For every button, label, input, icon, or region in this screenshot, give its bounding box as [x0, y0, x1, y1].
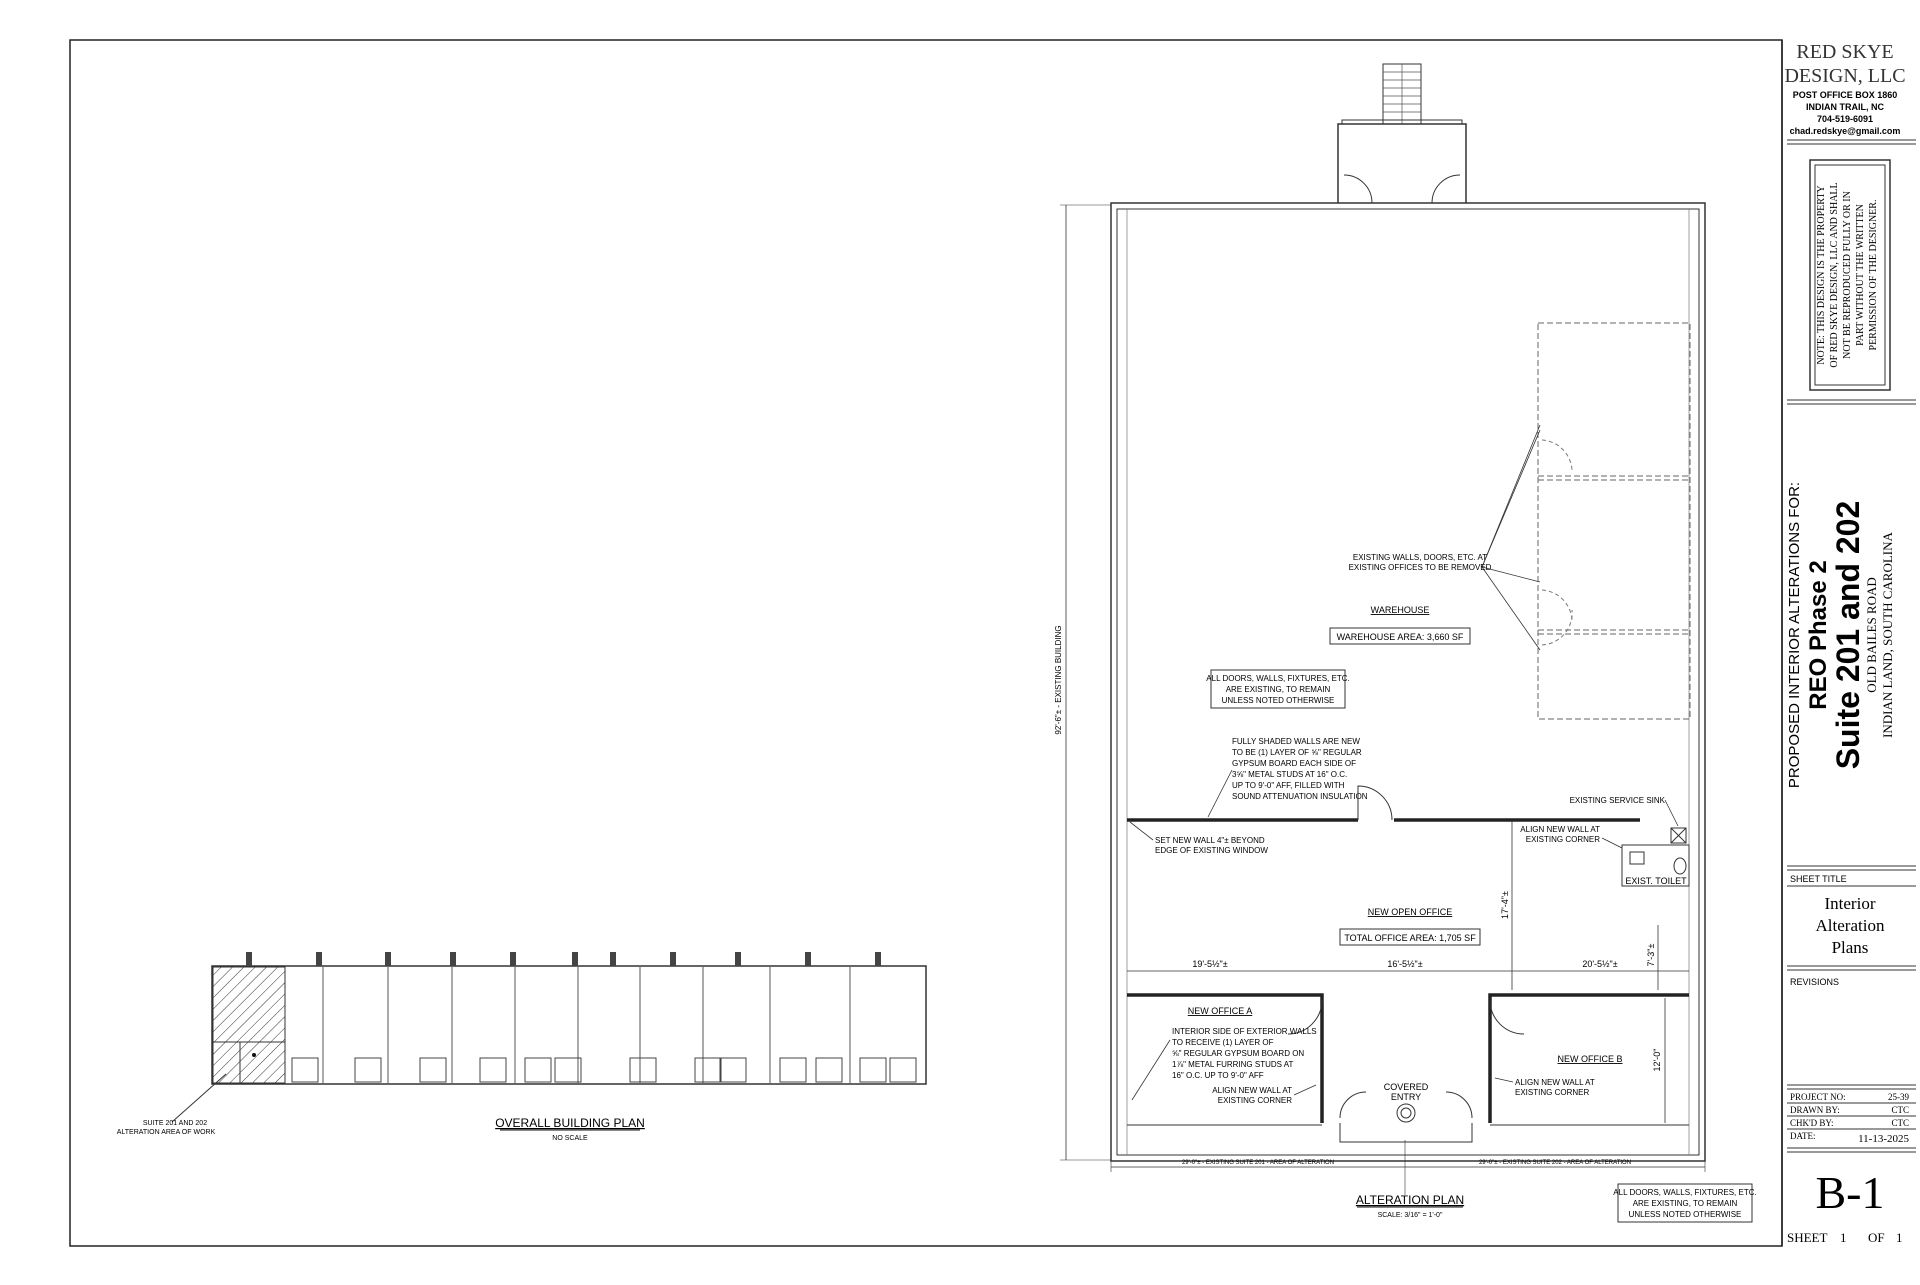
shaded-note-line: SOUND ATTENUATION INSULATION — [1232, 792, 1368, 801]
shaded-note-line: GYPSUM BOARD EACH SIDE OF — [1232, 759, 1356, 768]
open-office-label: NEW OPEN OFFICE — [1368, 907, 1453, 917]
project-name: REO Phase 2 — [1805, 560, 1832, 709]
covered-entry-line2: ENTRY — [1391, 1092, 1421, 1102]
dim-7-3: 7'-3"± — [1646, 944, 1656, 967]
alteration-plan-title: ALTERATION PLAN — [1356, 1193, 1464, 1207]
alteration-area-hatch — [212, 966, 286, 1084]
interior-note-line: TO RECEIVE (1) LAYER OF — [1172, 1038, 1274, 1047]
set-wall-line2: EDGE OF EXISTING WINDOW — [1155, 846, 1268, 855]
warehouse-label: WAREHOUSE — [1371, 605, 1430, 615]
overall-callout-line2: ALTERATION AREA OF WORK — [117, 1129, 216, 1136]
sheet-label: SHEET — [1787, 1230, 1828, 1245]
align-a-line1: ALIGN NEW WALL AT — [1212, 1086, 1292, 1095]
date-value: 11-13-2025 — [1858, 1133, 1909, 1145]
project-no-label: PROJECT NO: — [1790, 1092, 1846, 1102]
dim-19: 19'-5½"± — [1192, 959, 1227, 969]
bottom-note-line2: ARE EXISTING, TO REMAIN — [1633, 1199, 1738, 1208]
project-suites: Suite 201 and 202 — [1830, 501, 1866, 770]
title-block: RED SKYE DESIGN, LLC POST OFFICE BOX 186… — [1784, 41, 1916, 1245]
office-b-label: NEW OFFICE B — [1558, 1054, 1623, 1064]
warehouse-area: WAREHOUSE AREA: 3,660 SF — [1337, 632, 1464, 642]
project-location: INDIAN LAND, SOUTH CAROLINA — [1880, 531, 1895, 737]
existing-note-line1: ALL DOORS, WALLS, FIXTURES, ETC. — [1206, 674, 1349, 683]
dim-12: 12'-0" — [1652, 1049, 1662, 1072]
overall-callout-line1: SUITE 201 AND 202 — [143, 1120, 207, 1127]
align-a-line2: EXISTING CORNER — [1218, 1096, 1292, 1105]
removal-note-line2: EXISTING OFFICES TO BE REMOVED — [1349, 563, 1492, 572]
covered-entry-line1: COVERED — [1384, 1082, 1429, 1092]
office-area: TOTAL OFFICE AREA: 1,705 SF — [1344, 933, 1476, 943]
building-perimeter — [1110, 202, 1706, 1162]
note-line: NOTE: THIS DESIGN IS THE PROPERTY — [1816, 185, 1827, 364]
of-label: OF — [1868, 1230, 1885, 1245]
removal-note-line1: EXISTING WALLS, DOORS, ETC. AT — [1353, 553, 1487, 562]
shaded-note-line: FULLY SHADED WALLS ARE NEW — [1232, 737, 1360, 746]
chkd-by-label: CHK'D BY: — [1790, 1118, 1834, 1128]
building-outline — [211, 965, 927, 1085]
date-label: DATE: — [1790, 1131, 1816, 1141]
sheet-title-line3: Plans — [1832, 938, 1869, 957]
set-wall-line1: SET NEW WALL 4"± BEYOND — [1155, 836, 1265, 845]
firm-address1: POST OFFICE BOX 1860 — [1793, 90, 1898, 100]
overall-building-plan: SUITE 201 AND 202 ALTERATION AREA OF WOR… — [117, 952, 927, 1142]
sheet-number: B-1 — [1816, 1167, 1885, 1218]
firm-name-line2: DESIGN, LLC — [1784, 65, 1905, 87]
project-no-value: 25-39 — [1888, 1092, 1909, 1102]
shaded-note-line: UP TO 9'-0" AFF, FILLED WITH — [1232, 781, 1345, 790]
interior-note-line: ⅝" REGULAR GYPSUM BOARD ON — [1172, 1049, 1304, 1058]
align-b-line1: ALIGN NEW WALL AT — [1515, 1078, 1595, 1087]
drawn-by-value: CTC — [1891, 1105, 1909, 1115]
interior-note-line: INTERIOR SIDE OF EXTERIOR WALLS — [1172, 1027, 1317, 1036]
sheet-title-line2: Alteration — [1816, 916, 1885, 935]
dim-17-4: 17'-4"± — [1500, 891, 1510, 919]
interior-note-line: 16" O.C. UP TO 9'-0" AFF — [1172, 1071, 1264, 1080]
note-line: PERMISSION OF THE DESIGNER. — [1868, 200, 1879, 351]
office-a-label: NEW OFFICE A — [1188, 1006, 1253, 1016]
align-corner-line1: ALIGN NEW WALL AT — [1520, 825, 1600, 834]
chkd-by-value: CTC — [1891, 1118, 1909, 1128]
ownership-note-box — [1809, 159, 1891, 391]
project-heading: PROPOSED INTERIOR ALTERATIONS FOR: — [1786, 482, 1803, 788]
alteration-plan: EXISTING WALLS, DOORS, ETC. AT EXISTING … — [1054, 63, 1757, 1223]
bottom-note-line3: UNLESS NOTED OTHERWISE — [1629, 1210, 1742, 1219]
align-b-line2: EXISTING CORNER — [1515, 1088, 1589, 1097]
overall-plan-scale: NO SCALE — [552, 1135, 588, 1142]
drawn-by-label: DRAWN BY: — [1790, 1105, 1840, 1115]
sheet-total: 1 — [1896, 1230, 1903, 1245]
shaded-note-line: 3⅝" METAL STUDS AT 16" O.C. — [1232, 770, 1347, 779]
firm-phone: 704-519-6091 — [1817, 114, 1873, 124]
project-road: OLD BAILES ROAD — [1864, 577, 1879, 693]
alteration-plan-scale: SCALE: 3/16" = 1'-0" — [1378, 1212, 1443, 1219]
dim-16: 16'-5½"± — [1387, 959, 1422, 969]
align-corner-line2: EXISTING CORNER — [1526, 835, 1600, 844]
note-line: NOT BE REPRODUCED FULLY OR IN — [1842, 191, 1853, 359]
dim-20: 20'-5½"± — [1582, 959, 1617, 969]
overall-dim: 92'-6"± - EXISTING BUILDING — [1054, 625, 1063, 734]
overall-plan-title: OVERALL BUILDING PLAN — [495, 1116, 645, 1130]
sheet-index: 1 — [1840, 1230, 1847, 1245]
shaded-note-line: TO BE (1) LAYER OF ⅝" REGULAR — [1232, 748, 1362, 757]
existing-note-line2: ARE EXISTING, TO REMAIN — [1226, 685, 1331, 694]
interior-note-line: 1⅞" METAL FURRING STUDS AT — [1172, 1060, 1293, 1069]
sheet-title-line1: Interior — [1825, 894, 1876, 913]
existing-note-line3: UNLESS NOTED OTHERWISE — [1222, 696, 1335, 705]
dim-suite-202: 29'-0"± - EXISTING SUITE 202 - AREA OF A… — [1479, 1160, 1631, 1166]
bottom-note-line1: ALL DOORS, WALLS, FIXTURES, ETC. — [1613, 1188, 1756, 1197]
note-line: OF RED SKYE DESIGN, LLC AND SHALL — [1829, 182, 1840, 367]
firm-name-line1: RED SKYE — [1796, 41, 1893, 63]
firm-address2: INDIAN TRAIL, NC — [1806, 102, 1884, 112]
revisions-label: REVISIONS — [1790, 977, 1839, 987]
service-sink-label: EXISTING SERVICE SINK — [1570, 796, 1666, 805]
exist-toilet-label: EXIST. TOILET — [1625, 876, 1687, 886]
dim-suite-201: 29'-0"± - EXISTING SUITE 201 - AREA OF A… — [1182, 1160, 1334, 1166]
sheet-title-label: SHEET TITLE — [1790, 874, 1847, 884]
note-line: PART WITHOUT THE WRITTEN — [1855, 204, 1866, 346]
firm-email: chad.redskye@gmail.com — [1790, 126, 1901, 136]
